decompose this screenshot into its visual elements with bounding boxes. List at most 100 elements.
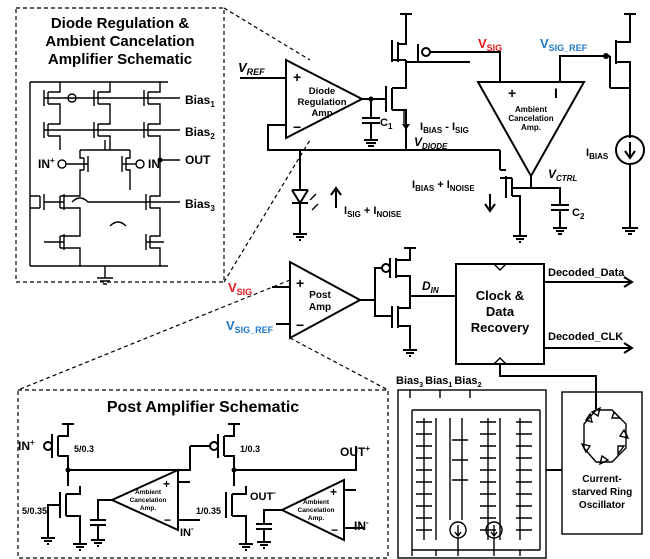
amb-amp-label-1: Ambient	[515, 105, 547, 114]
zoom-line-post-top	[17, 279, 291, 391]
c2-capacitor	[531, 187, 569, 235]
post-amb-left-label-1: Ambient	[135, 489, 162, 496]
post-out-minus-label: OUT-	[250, 488, 276, 503]
svg-text:−: −	[331, 523, 338, 537]
ring-oscillator-block	[561, 391, 643, 535]
amb-amp-label-3: Amp.	[521, 123, 541, 132]
svg-text:+: +	[163, 477, 170, 491]
m4-size: 1/0.35	[196, 506, 221, 516]
post-vsig-ref-label: VSIG_REF	[226, 318, 274, 335]
post-pmos-right	[190, 424, 235, 470]
decoded-data-label: Decoded_Data	[548, 267, 625, 279]
ambient-cancelation-amp	[476, 81, 586, 179]
clock-feedback-wire	[499, 364, 597, 410]
decoded-clk-label: Decoded_CLK	[548, 331, 623, 343]
diode-amp-label-3: Amp	[311, 108, 332, 119]
pmos-bias2-row	[43, 114, 180, 150]
post-schematic-title: Post Amplifier Schematic	[107, 399, 299, 416]
isig-plus-inoise-label: ISIG + INOISE	[344, 205, 402, 219]
post-amp-label-2: Amp	[309, 302, 331, 313]
diode-amp-label-1: Diode	[309, 86, 335, 97]
post-amp	[289, 260, 363, 340]
vsig-ref-label: VSIG_REF	[540, 36, 588, 53]
ibias-plus-inoise-label: IBIAS + INOISE	[412, 179, 475, 193]
post-amb-left-label-3: Amp.	[140, 505, 156, 512]
gnd-right	[622, 164, 638, 235]
pmos-right	[609, 14, 631, 138]
din-label: DIN	[422, 279, 439, 295]
cdr-label-1: Clock &	[476, 288, 524, 303]
vsig-label: VSIG	[478, 36, 502, 53]
post-amp-plus: +	[296, 275, 304, 291]
post-out-plus-label: OUT+	[340, 444, 370, 459]
out-label: OUT	[185, 153, 211, 167]
cdr-label-3: Recovery	[471, 320, 530, 335]
diode-schematic-inset: Diode Regulation & Ambient Cancelation A…	[15, 7, 225, 285]
bias3-label: Bias3	[185, 197, 215, 213]
post-amp-minus: −	[296, 317, 304, 333]
amb-amp-minus: I	[554, 85, 558, 101]
m2-size: 1/0.3	[240, 444, 260, 454]
vref-label: VREF	[238, 60, 265, 77]
post-pmos-left	[51, 424, 69, 470]
post-amb-left-label-2: Cancelation	[130, 497, 167, 504]
m1-size: 5/0.3	[74, 444, 94, 454]
pmos-left-gate-bubble	[421, 47, 431, 57]
post-amp-label-1: Post	[309, 290, 331, 301]
zoom-line-post-bottom	[289, 337, 389, 391]
m3-size: 5/0.35	[22, 506, 47, 516]
zoom-line-bottom	[223, 139, 311, 283]
cdr-label-2: Data	[486, 304, 515, 319]
diode-regulation-amp	[285, 58, 365, 140]
pmos-bias1-row	[43, 82, 180, 114]
post-in-minus-right: IN-	[354, 518, 369, 533]
nmos-ctrl	[499, 150, 521, 230]
diode-schematic-title-3: Amplifier Schematic	[48, 51, 192, 68]
pmos-left	[397, 30, 407, 62]
vsig-wire	[470, 51, 501, 82]
post-nmos-left	[59, 470, 81, 538]
amb-amp-plus: +	[508, 85, 516, 101]
current-arrow	[402, 124, 410, 130]
diff-pair	[57, 140, 180, 190]
bias1-label: Bias1	[185, 93, 215, 109]
ring-osc-label-1: Current-	[582, 474, 621, 485]
post-amb-amp-right	[279, 478, 345, 542]
svg-text:−: −	[164, 513, 171, 527]
vctrl-wire	[512, 176, 532, 189]
in-minus-label: IN-	[148, 156, 163, 171]
post-in-plus-label: IN+	[18, 438, 35, 453]
back-end: VSIG VSIG_REF + − Post Amp DIN Clock & D…	[226, 247, 643, 559]
down-arrow-icon	[454, 525, 462, 538]
post-amb-right-label-2: Cancelation	[298, 507, 335, 514]
post-amp-schematic: Post Amplifier Schematic IN+ 5/0.3 5/0.3…	[17, 389, 389, 559]
bias-transistor-array	[411, 409, 541, 551]
up-arrow-icon	[330, 186, 342, 208]
bias-generator-block	[397, 389, 547, 559]
down-arrow-icon	[624, 142, 636, 160]
ibias-label: IBIAS	[586, 147, 609, 161]
diode-amp-plus: +	[293, 69, 301, 85]
zoom-line-top	[223, 7, 311, 61]
post-schematic-frame	[17, 389, 389, 559]
post-nmos-right	[225, 470, 247, 538]
ring-oscillator-ring	[580, 406, 630, 466]
post-vsig-label: VSIG	[228, 280, 252, 297]
in-plus-label: IN+	[38, 156, 55, 171]
nmos-bias3-row	[30, 150, 180, 266]
svg-text:+: +	[330, 485, 337, 499]
vdiode-label: VDIODE	[414, 135, 448, 151]
vdiode-feedback-wire	[267, 124, 500, 151]
post-in-minus-left: IN-	[180, 524, 194, 539]
diode-schematic-frame	[15, 7, 225, 283]
c2-label: C2	[572, 207, 585, 221]
decoded-clk-arrow	[544, 342, 634, 354]
down-arrow-icon	[484, 194, 496, 213]
post-amb-amp-left	[109, 468, 179, 532]
vdd-left	[400, 13, 412, 30]
nmos-transistor	[385, 72, 407, 150]
diode-amp-label-2: Regulation	[297, 97, 346, 108]
ibias-minus-isig-label: IBIAS - ISIG	[420, 121, 469, 135]
vctrl-label: VCTRL	[548, 167, 577, 183]
